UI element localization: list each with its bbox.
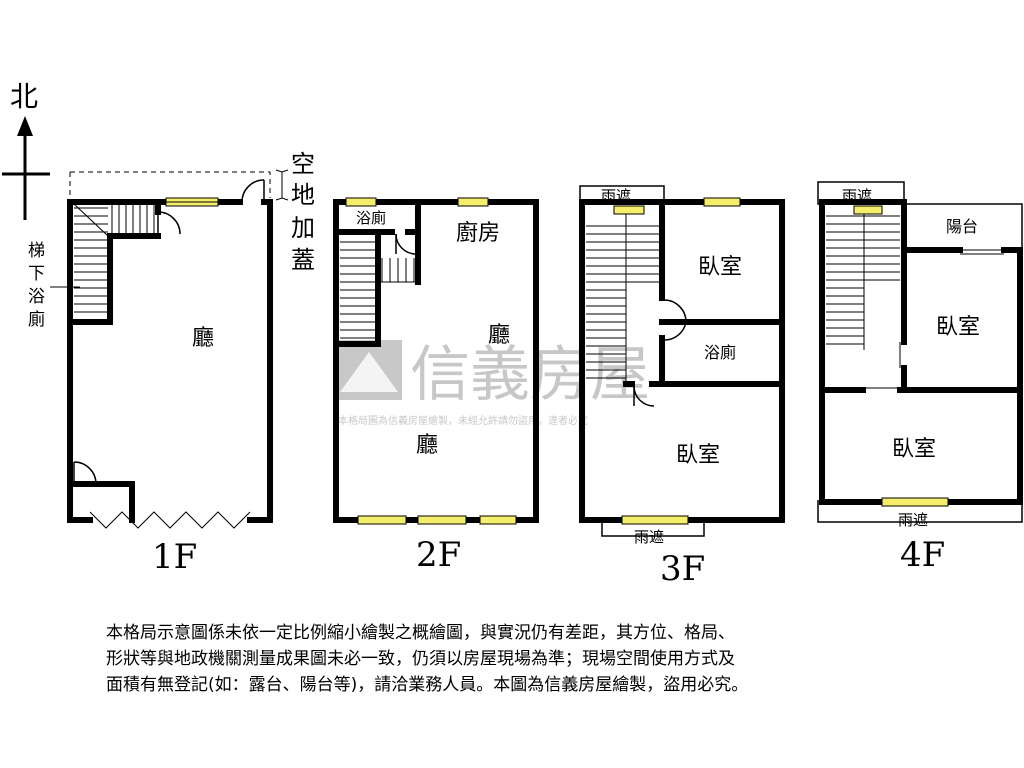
2f-room-bath: 浴廁	[356, 209, 386, 227]
2f-window-front-3	[479, 515, 517, 525]
2f-stair-wall	[333, 231, 381, 347]
watermark: 信義房屋 本格局圖為信義房屋繪製，未經允許請勿盜用，違者必究	[336, 340, 650, 427]
floor-label-1f: 1F	[152, 537, 197, 577]
4f-awning-top-label: 雨遮	[842, 187, 872, 205]
3f-awning-top-label: 雨遮	[601, 187, 631, 205]
1f-stair-wall	[67, 233, 161, 325]
4f-awning-bottom	[817, 500, 1023, 523]
watermark-notice: 本格局圖為信義房屋繪製，未經允許請勿盜用，違者必究	[338, 414, 588, 427]
north-label: 北	[10, 80, 38, 113]
svg-text:浴: 浴	[28, 287, 45, 307]
4f-window-front	[881, 497, 949, 507]
4f-staircase	[826, 210, 900, 350]
4f-wall	[819, 199, 1023, 505]
disclaimer-line: 面積有無登記(如：露台、陽台等)，請洽業務人員。本圖為信義房屋繪製，盜用必究。	[106, 675, 749, 695]
2f-room-hall-upper: 廳	[488, 323, 510, 348]
floor-4f: 雨遮 陽台 臥室 臥室 雨遮 4F	[817, 181, 1023, 575]
4f-awning-bottom-label: 雨遮	[898, 511, 928, 529]
4f-window-stair	[853, 205, 883, 215]
3f-window-stair	[613, 205, 645, 215]
1f-wall	[67, 199, 243, 523]
1f-label-extension: 空 地 加 蓋	[291, 150, 315, 274]
2f-staircase	[340, 241, 418, 339]
1f-room-hall: 廳	[192, 326, 214, 351]
1f-folding-door	[89, 511, 251, 529]
disclaimer-line: 形狀等與地政機關測量成果圖未必一致，仍須以房屋現場為準；現場空間使用方式及	[106, 649, 735, 669]
svg-text:加: 加	[291, 214, 315, 242]
2f-room-hall-lower: 廳	[416, 433, 438, 458]
2f-room-kitchen: 廚房	[456, 221, 500, 246]
1f-storage-wall	[67, 481, 135, 523]
floor-label-4f: 4F	[900, 535, 945, 575]
4f-balcony-rail	[904, 203, 1023, 250]
2f-window-kitchen	[457, 197, 489, 207]
4f-room-balcony: 陽台	[946, 217, 978, 236]
svg-text:下: 下	[28, 264, 45, 284]
floor-label-2f: 2F	[416, 535, 461, 575]
3f-staircase	[586, 214, 660, 384]
1f-extension-outline	[70, 171, 271, 198]
3f-room-bedroom-top: 臥室	[698, 255, 742, 280]
svg-text:蓋: 蓋	[291, 246, 315, 274]
2f-window-bath	[345, 197, 377, 207]
3f-window-front	[621, 515, 689, 525]
floor-1f: 廳 梯 下 浴 廁 空 地 加 蓋 1F	[28, 150, 315, 577]
3f-awning-bottom-label: 雨遮	[634, 528, 664, 546]
svg-text:空: 空	[291, 150, 315, 178]
3f-room-bath: 浴廁	[704, 343, 736, 362]
watermark-brand: 信義房屋	[410, 340, 650, 410]
floor-label-3f: 3F	[660, 549, 705, 589]
north-compass: 北	[2, 80, 50, 220]
north-arrow-icon	[17, 116, 33, 136]
2f-window-front-2	[417, 515, 467, 525]
4f-room-bedroom-bottom: 臥室	[892, 437, 936, 462]
svg-text:地: 地	[291, 181, 315, 209]
floor-3f: 雨遮 臥室 浴廁 臥室 雨遮 3F	[579, 185, 785, 589]
svg-text:廁: 廁	[28, 309, 45, 330]
floor-2f: 浴廁 廚房 廳 廳 2F	[333, 197, 539, 575]
3f-room-bedroom-bottom: 臥室	[676, 443, 720, 468]
svg-text:梯: 梯	[28, 241, 45, 261]
1f-staircase	[73, 203, 155, 313]
1f-label-under-stair-bath: 梯 下 浴 廁	[28, 241, 45, 330]
disclaimer-text: 本格局示意圖係未依一定比例縮小繪製之概繪圖，與實況仍有差距，其方位、格局、 形狀…	[106, 620, 926, 698]
disclaimer-line: 本格局示意圖係未依一定比例縮小繪製之概繪圖，與實況仍有差距，其方位、格局、	[106, 623, 735, 643]
3f-window-bedroom	[703, 197, 741, 207]
2f-window-front-1	[357, 515, 407, 525]
4f-room-bedroom-right: 臥室	[936, 315, 980, 340]
